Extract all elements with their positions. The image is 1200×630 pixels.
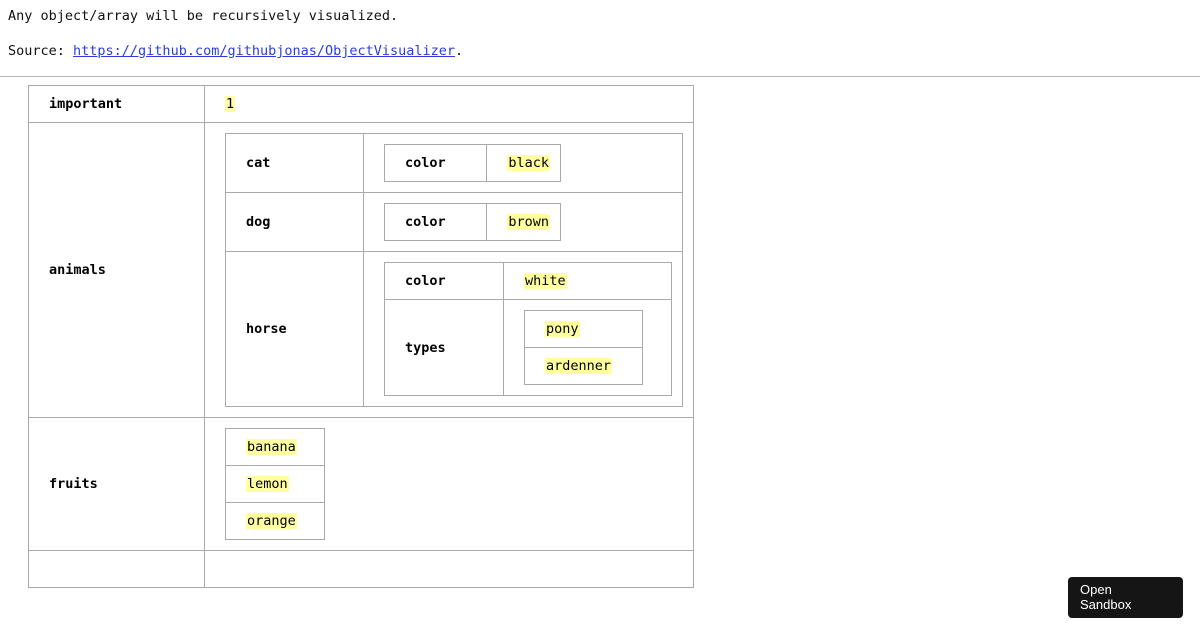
intro-source-line: Source: https://github.com/githubjonas/O…	[8, 33, 1192, 68]
key-cell-horse-color: color	[384, 262, 504, 300]
value-cell-dog-color: brown	[486, 203, 561, 241]
table-row: important 1	[28, 85, 694, 123]
source-label: Source:	[8, 43, 74, 59]
leaf-value-dog-color: brown	[507, 214, 550, 230]
value-cell-horse: color white types	[363, 251, 683, 407]
table-row: cat color black	[225, 133, 683, 193]
open-sandbox-button[interactable]: Open Sandbox	[1068, 577, 1183, 618]
array-item-cell: banana	[225, 428, 325, 466]
key-cell-horse-types: types	[384, 299, 504, 396]
array-item-cell: pony	[524, 310, 643, 348]
value-cell-next	[204, 550, 694, 588]
value-cell-fruits: banana lemon orange	[204, 417, 694, 551]
value-cell-dog: color brown	[363, 192, 683, 252]
horse-object-table: color white types	[384, 262, 672, 396]
open-sandbox-line-1: Open	[1080, 582, 1112, 597]
source-link[interactable]: https://github.com/githubjonas/ObjectVis…	[73, 43, 456, 59]
value-cell-cat: color black	[363, 133, 683, 193]
animals-object-table: cat color black	[225, 133, 683, 407]
key-cell-dog-color: color	[383, 203, 488, 241]
array-item-cell: ardenner	[524, 347, 643, 385]
array-item-cell: orange	[225, 502, 325, 540]
list-item: orange	[225, 502, 325, 540]
list-item: lemon	[225, 465, 325, 503]
key-cell-dog: dog	[225, 192, 364, 252]
leaf-value-fruit-2: orange	[246, 513, 297, 529]
open-sandbox-line-2: Sandbox	[1080, 597, 1132, 612]
value-cell-cat-color: black	[486, 144, 561, 182]
key-cell-animals: animals	[28, 122, 205, 418]
table-row: animals cat col	[28, 122, 694, 418]
table-row: color black	[383, 144, 561, 182]
table-row: types pony	[384, 299, 672, 396]
array-item-cell: lemon	[225, 465, 325, 503]
horizontal-divider	[0, 76, 1200, 77]
list-item: pony	[524, 310, 643, 348]
table-row: color white	[384, 262, 672, 300]
source-period: .	[455, 43, 464, 59]
key-cell-cat-color: color	[383, 144, 488, 182]
list-item: banana	[225, 428, 325, 466]
dog-color-table: color brown	[383, 203, 561, 241]
leaf-value-fruit-0: banana	[246, 439, 297, 455]
table-row: dog color brown	[225, 192, 683, 252]
cat-color-table: color black	[383, 144, 561, 182]
key-cell-horse: horse	[225, 251, 364, 407]
value-cell-horse-color: white	[503, 262, 672, 300]
value-cell-animals: cat color black	[204, 122, 694, 418]
leaf-value-horse-color: white	[524, 273, 567, 289]
value-cell-important: 1	[204, 85, 694, 123]
table-row: horse color white	[225, 251, 683, 407]
key-cell-fruits: fruits	[28, 417, 205, 551]
intro-line-1: Any object/array will be recursively vis…	[8, 8, 399, 24]
key-cell-important: important	[28, 85, 205, 123]
fruits-array-table: banana lemon orange	[225, 428, 325, 540]
leaf-value-horse-type-1: ardenner	[545, 358, 613, 374]
key-cell-cat: cat	[225, 133, 364, 193]
leaf-value-important: 1	[225, 96, 236, 112]
horse-types-array-table: pony ardenner	[524, 310, 643, 385]
leaf-value-fruit-1: lemon	[246, 476, 289, 492]
key-cell-next	[28, 550, 205, 588]
list-item: ardenner	[524, 347, 643, 385]
table-row	[28, 550, 694, 588]
intro-text-block: Any object/array will be recursively vis…	[0, 0, 1200, 68]
object-visualizer-container: important 1 animals cat	[0, 77, 1200, 588]
table-row: color brown	[383, 203, 561, 241]
table-row: fruits banana lemon	[28, 417, 694, 551]
leaf-value-horse-type-0: pony	[545, 321, 580, 337]
root-object-table: important 1 animals cat	[28, 85, 694, 588]
value-cell-horse-types: pony ardenner	[503, 299, 672, 396]
leaf-value-cat-color: black	[507, 155, 550, 171]
